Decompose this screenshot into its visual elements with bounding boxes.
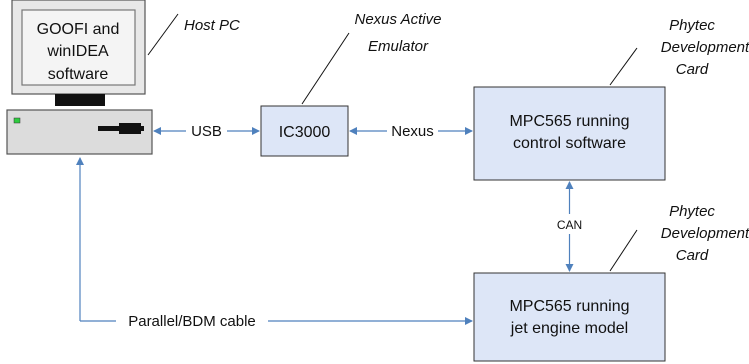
host-pc-label: Host PC xyxy=(184,17,240,34)
control-card-callout-3: Card xyxy=(676,61,709,78)
screen-line-2: winIDEA xyxy=(46,43,109,60)
host-pc-base xyxy=(6,109,153,155)
host-pc-monitor: GOOFI and winIDEA software xyxy=(11,0,146,106)
control-card-callout-1: Phytec xyxy=(669,17,715,34)
engine-card-line-2: jet engine model xyxy=(510,320,628,337)
nexus-label: Nexus xyxy=(391,123,434,140)
engine-card-callout-3: Card xyxy=(676,247,709,264)
ic3000-box xyxy=(260,105,349,157)
engine-card-box xyxy=(473,272,666,362)
monitor-screen xyxy=(21,9,136,86)
control-card-line-2: control software xyxy=(513,135,626,152)
usb-label: USB xyxy=(191,123,222,140)
control-card-callout-line xyxy=(609,47,638,86)
engine-card-line-1: MPC565 running xyxy=(509,298,629,315)
parallel-label: Parallel/BDM cable xyxy=(128,313,256,330)
power-led-icon xyxy=(13,117,21,124)
ic3000-label: IC3000 xyxy=(279,124,331,141)
emulator-callout-line-1: Nexus Active xyxy=(355,11,442,28)
emulator-callout-line xyxy=(301,32,350,105)
engine-card-callout-1: Phytec xyxy=(669,203,715,220)
drive-bay-icon xyxy=(119,123,141,134)
control-card-line-1: MPC565 running xyxy=(509,113,629,130)
emulator-callout-line-2: Emulator xyxy=(368,38,429,55)
screen-line-1: GOOFI and xyxy=(37,21,120,38)
control-card-callout-2: Development xyxy=(661,39,749,56)
engine-card-callout-line xyxy=(609,229,638,272)
monitor-stand xyxy=(55,94,105,106)
can-label: CAN xyxy=(557,218,582,232)
control-card-box xyxy=(473,86,666,181)
host-pc-callout-line xyxy=(147,13,179,56)
screen-line-3: software xyxy=(48,66,109,83)
engine-card-callout-2: Development xyxy=(661,225,749,242)
